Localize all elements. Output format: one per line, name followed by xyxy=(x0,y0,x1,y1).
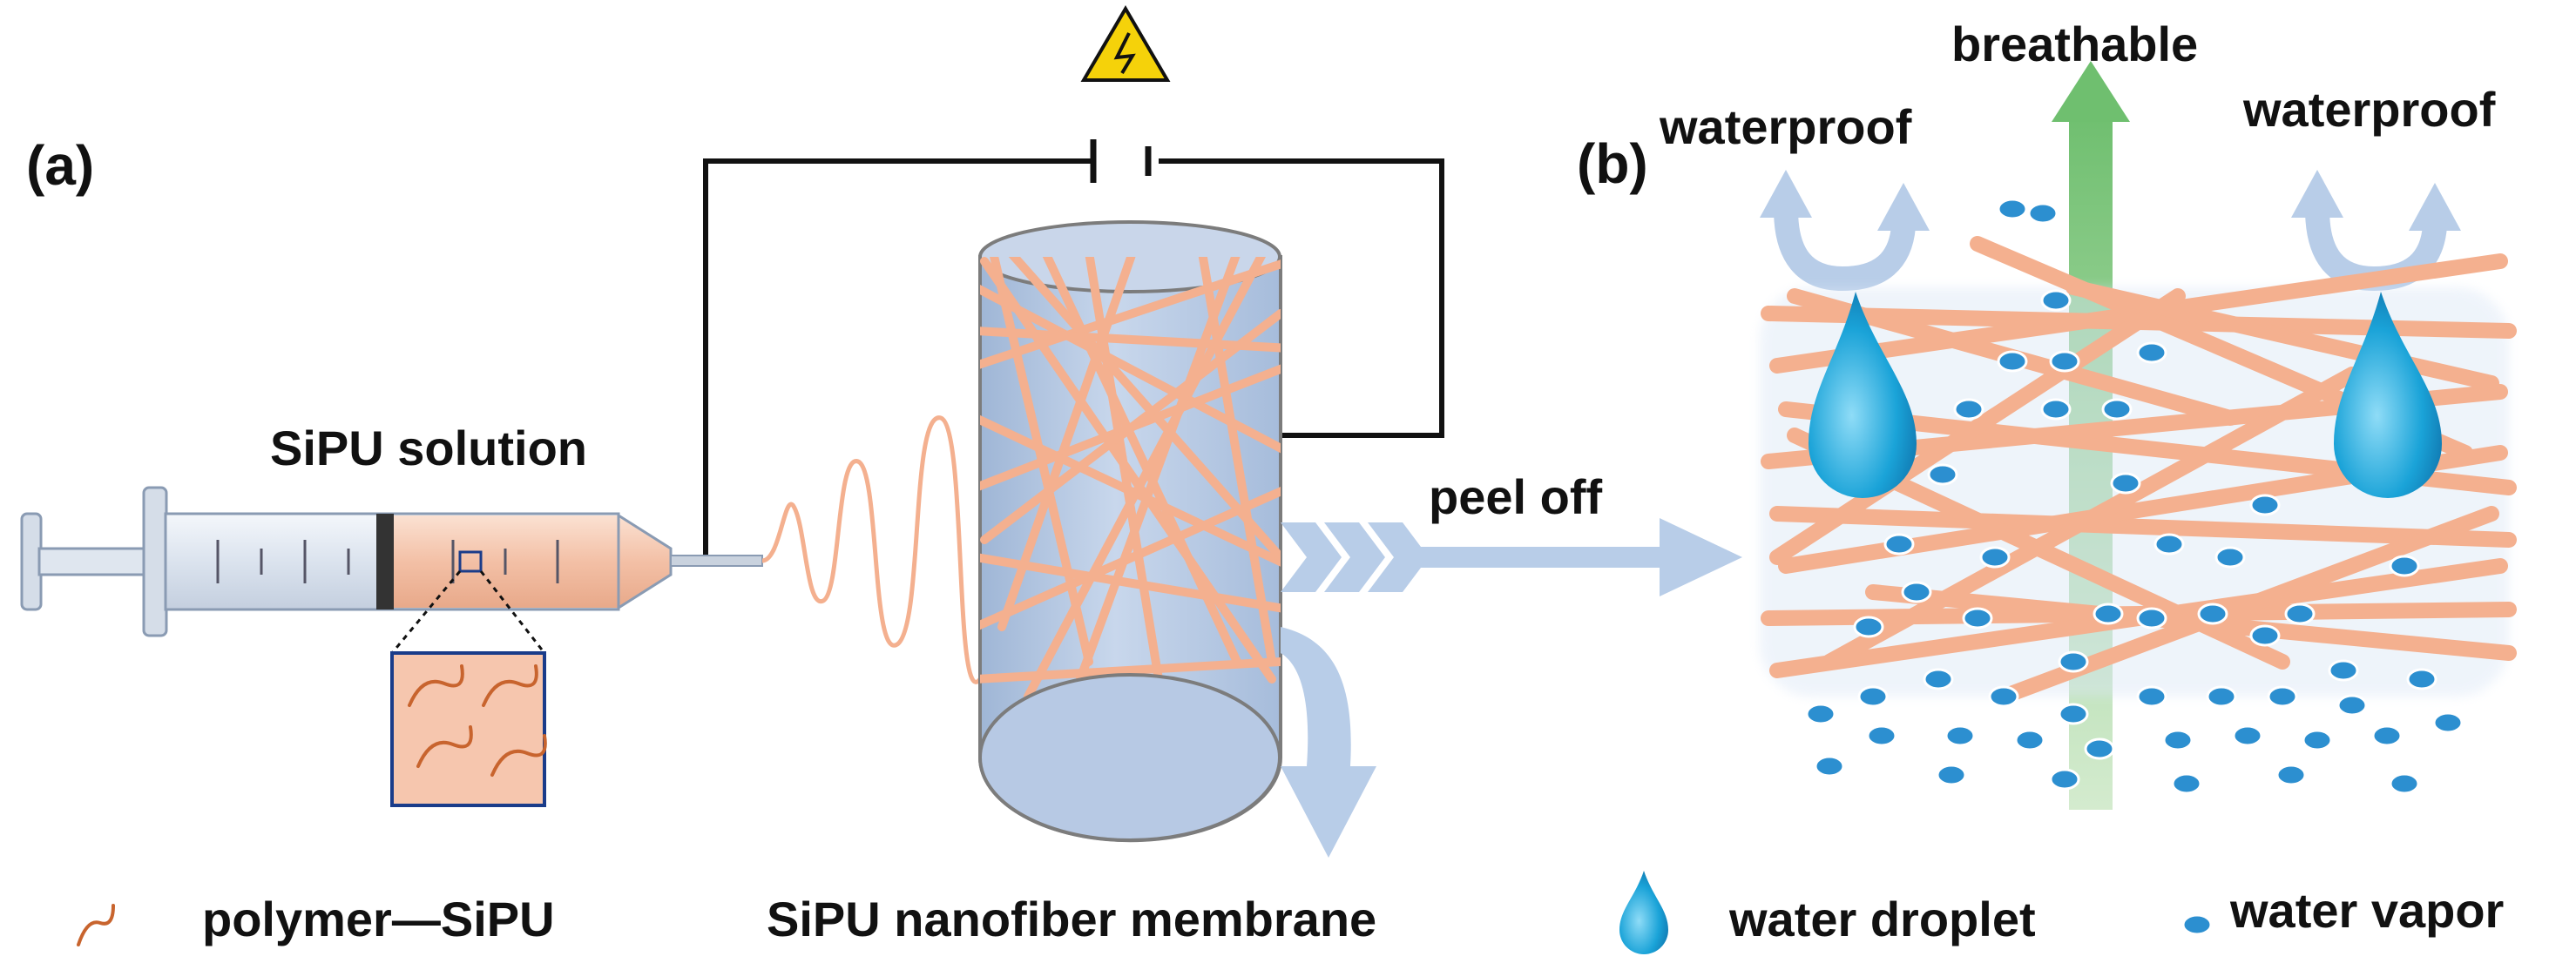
polymer-zoom-box xyxy=(390,651,546,807)
electrospinning-jet xyxy=(761,415,982,684)
peel-off-label: peel off xyxy=(1429,469,1602,524)
polymer-legend-label: polymer—SiPU xyxy=(202,892,555,946)
sipu-solution-label: SiPU solution xyxy=(270,421,587,475)
drum-base xyxy=(978,673,1281,842)
peel-off-arrow xyxy=(1281,518,1742,596)
vapor-legend-label: water vapor xyxy=(2229,883,2504,938)
collector-drum xyxy=(978,220,1282,843)
waterproof-deflect-arrow-left xyxy=(1774,197,1916,292)
plunger-rod xyxy=(37,547,154,576)
water-droplet-left xyxy=(1809,292,1917,498)
membrane-output-arrow xyxy=(1281,627,1376,858)
barrel-flange xyxy=(142,486,168,637)
waterproof-left-label: waterproof xyxy=(1659,99,1912,154)
zoom-marker xyxy=(458,550,483,573)
waterproof-right-label: waterproof xyxy=(2242,82,2496,137)
drum-nanofibers xyxy=(980,257,1281,701)
syringe xyxy=(20,486,763,807)
droplet-legend-label: water droplet xyxy=(1728,892,2036,946)
plunger-seal xyxy=(376,514,394,609)
polymer-chain-legend-icon xyxy=(77,904,115,946)
water-vapor-legend-icon xyxy=(2181,913,2213,936)
high-voltage-warning-icon xyxy=(1080,5,1171,82)
barrel-graduations xyxy=(216,540,559,583)
circuit-wire xyxy=(703,158,1444,557)
polymer-chains xyxy=(408,664,547,777)
power-source-capacitor xyxy=(1090,139,1152,183)
water-vapor-particles xyxy=(1805,198,2464,795)
water-droplet-legend-icon xyxy=(1619,871,1668,954)
syringe-tip xyxy=(617,513,673,610)
panel-a-label: (a) xyxy=(26,134,94,197)
membrane-label: SiPU nanofiber membrane xyxy=(767,892,1376,946)
water-droplet-right xyxy=(2334,292,2442,498)
panel-b-label: (b) xyxy=(1577,132,1648,195)
syringe-needle xyxy=(670,555,763,567)
breathable-label: breathable xyxy=(1951,17,2198,71)
